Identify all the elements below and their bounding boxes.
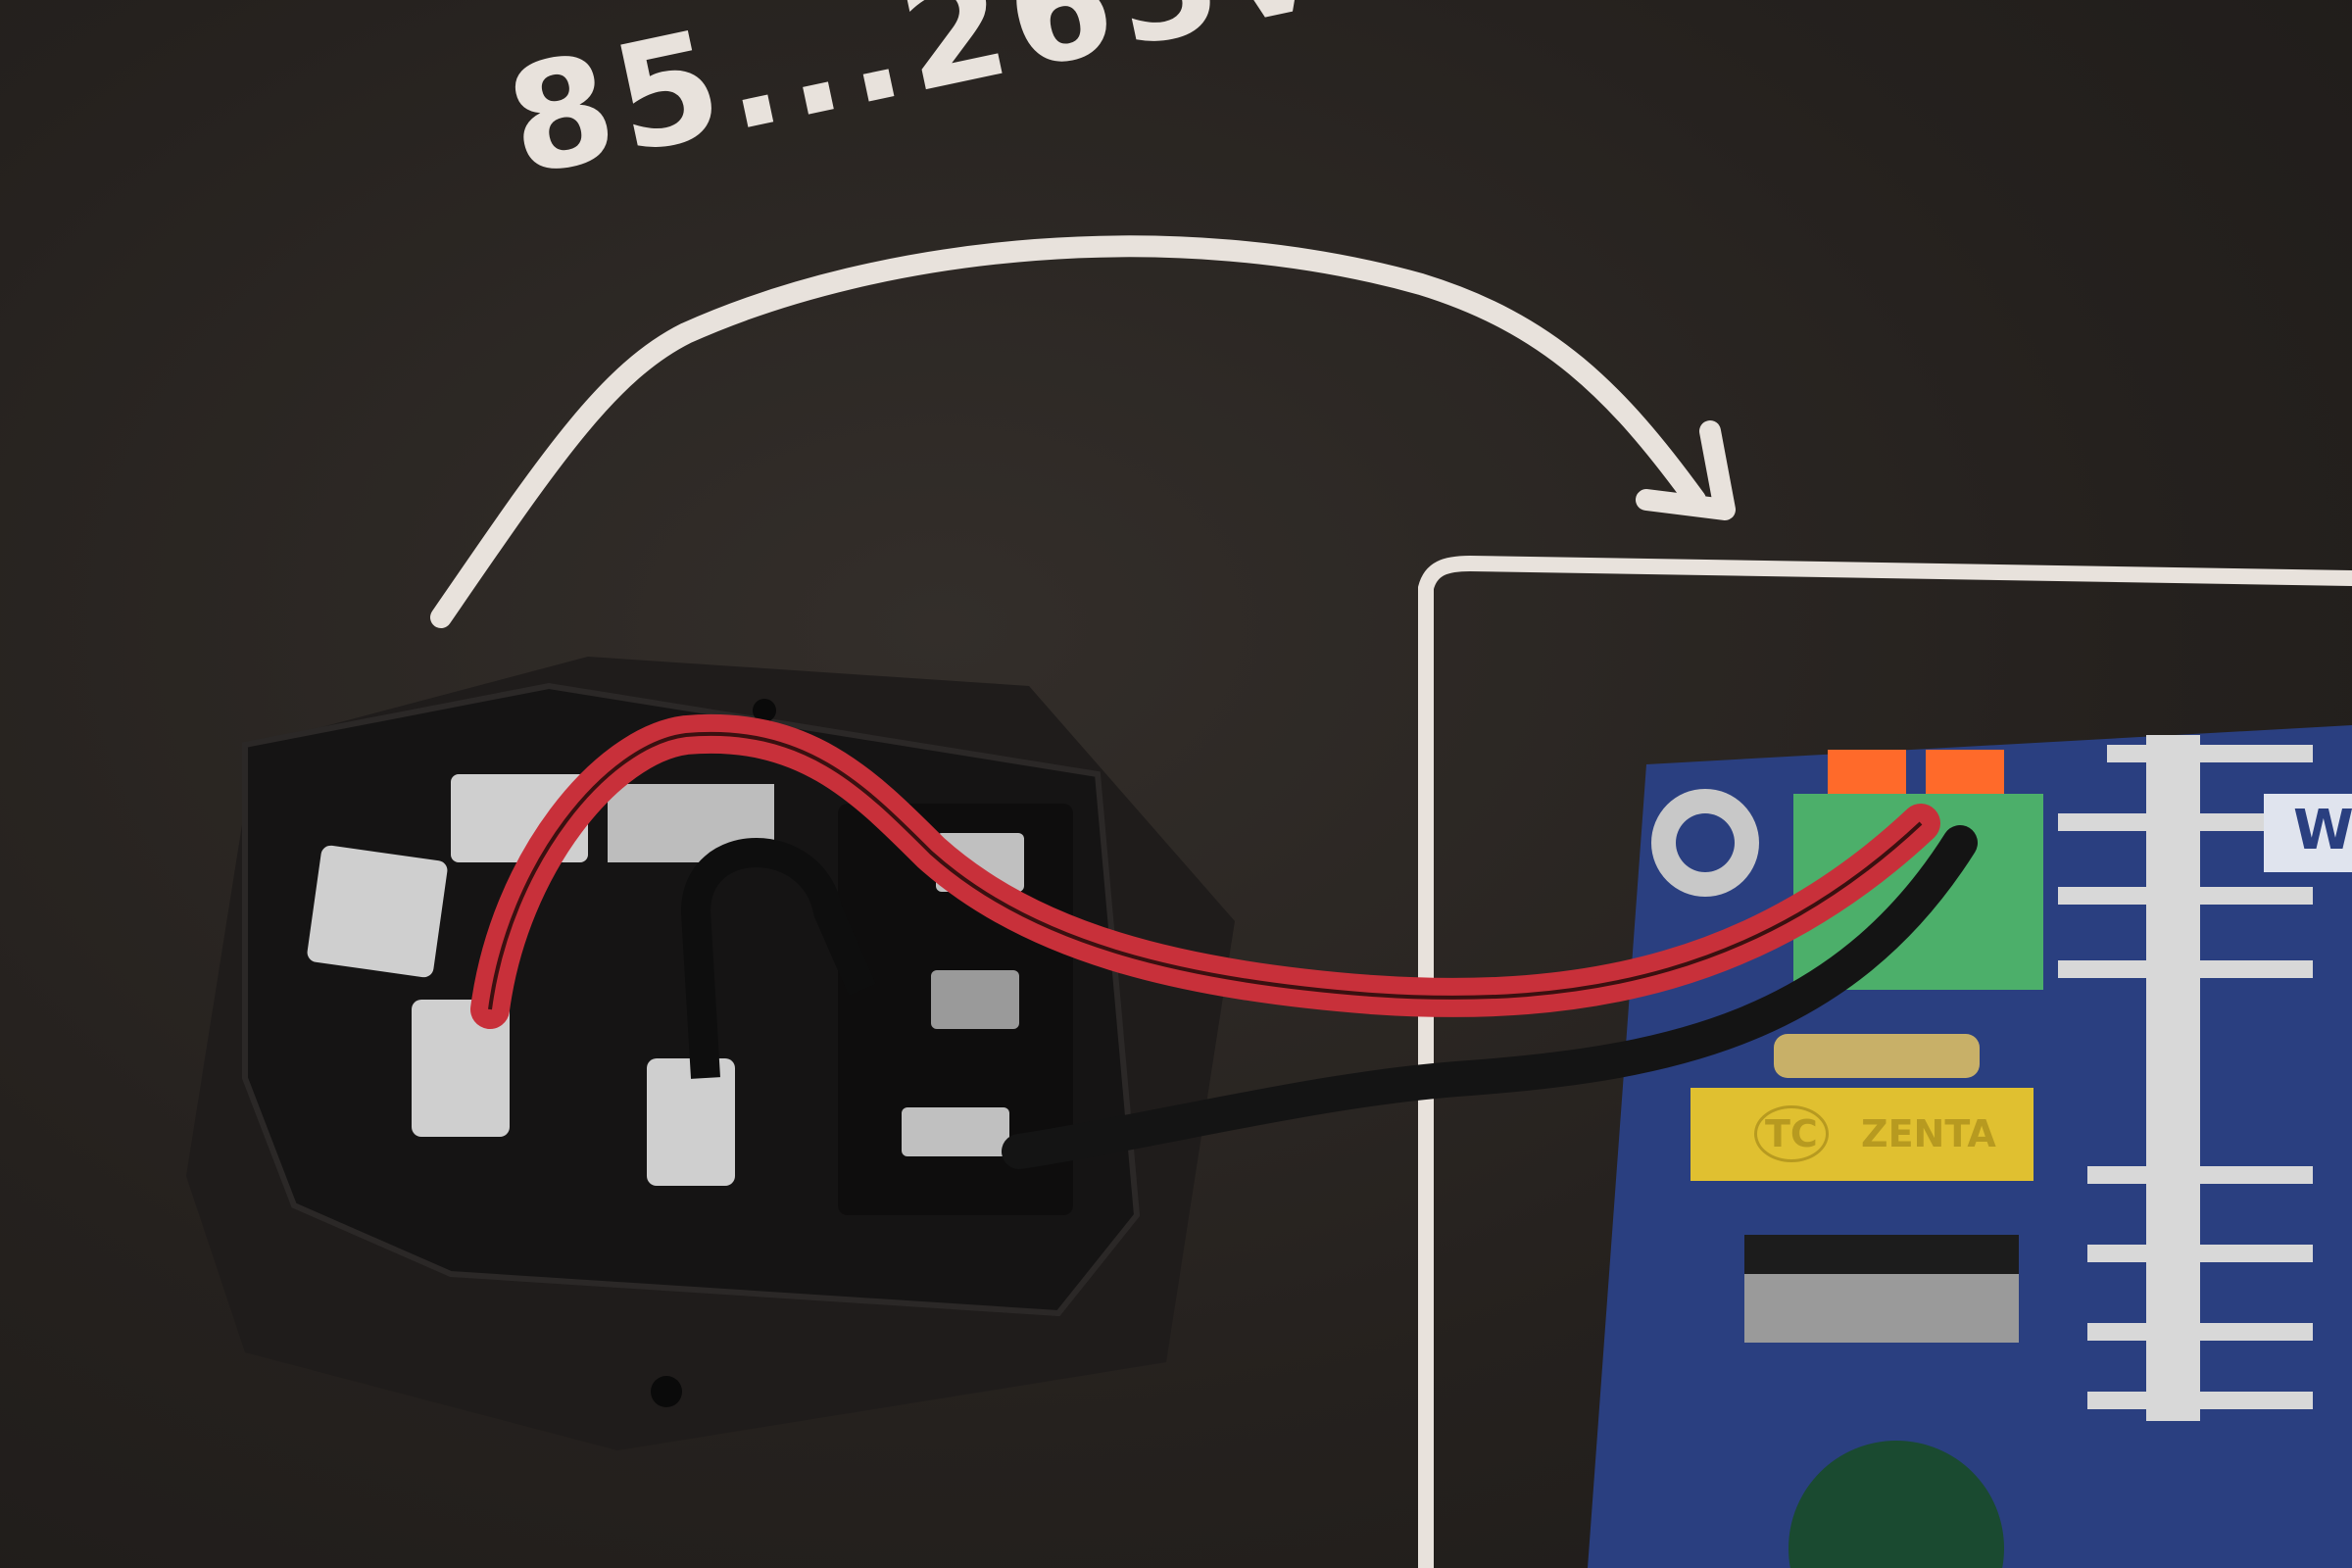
fuse [1774, 1034, 1980, 1078]
chalk-box-outline [1418, 555, 2352, 1568]
red-wire-stripe [488, 731, 1923, 1010]
pcb-label-text: W [2293, 799, 2352, 862]
capacitor-brand: ZENTA [1861, 1112, 1996, 1155]
terminal [307, 845, 448, 978]
iec-inlet [186, 657, 1235, 1450]
capacitor-logo: TC [1754, 1105, 1829, 1162]
capacitor-label: TC ZENTA [1754, 1105, 1996, 1162]
pcb-label [2264, 794, 2352, 872]
terminal [412, 1000, 510, 1137]
chalk-arrow [430, 235, 1706, 628]
orange-lever [1926, 750, 2004, 794]
x-capacitor [1690, 1088, 2034, 1181]
heatsink [2058, 735, 2313, 1421]
choke-core [1744, 1274, 2019, 1343]
electrolytic-capacitor [1788, 1441, 2004, 1568]
orange-lever [1828, 750, 1906, 794]
chalk-arrowhead [1636, 420, 1736, 520]
black-wire [1002, 825, 1978, 1169]
terminal [647, 1058, 735, 1186]
